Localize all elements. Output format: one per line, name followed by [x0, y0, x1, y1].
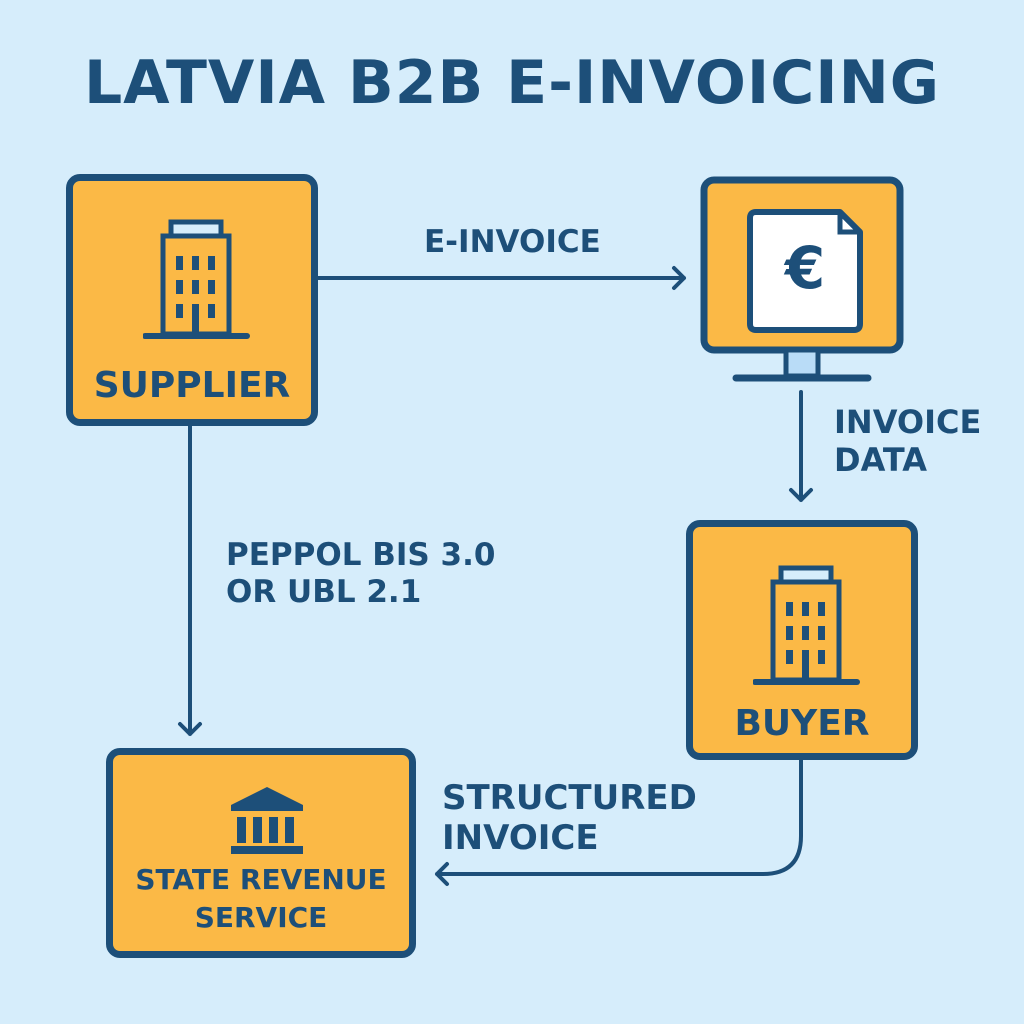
invoice-data-line1: INVOICE	[834, 403, 982, 441]
government-building-icon	[231, 787, 303, 854]
structured-line1: STRUCTURED	[442, 778, 697, 818]
srs-label-line2: SERVICE	[194, 901, 328, 934]
buyer-system-node: €	[700, 176, 904, 384]
arrow-supplier-to-buyer-system	[314, 266, 686, 290]
euro-symbol: €	[784, 234, 826, 302]
edge-label-structured-invoice: STRUCTURED INVOICE	[442, 778, 697, 858]
edge-label-e-invoice: E-INVOICE	[424, 224, 601, 260]
edge-label-invoice-data: INVOICE DATA	[834, 403, 982, 480]
arrow-buyer-to-srs	[435, 758, 803, 886]
peppol-line2: OR UBL 2.1	[226, 573, 422, 610]
office-building-icon	[143, 219, 250, 339]
supplier-label: SUPPLIER	[93, 365, 291, 406]
arrow-supplier-to-srs	[178, 424, 202, 736]
supplier-node: SUPPLIER	[66, 174, 318, 426]
structured-line2: INVOICE	[442, 818, 599, 859]
state-revenue-service-node: STATE REVENUE SERVICE	[106, 748, 416, 958]
peppol-line1: PEPPOL BIS 3.0	[226, 537, 496, 573]
diagram-title: LATVIA B2B E-INVOICING	[83, 48, 941, 118]
office-building-icon	[753, 565, 860, 685]
srs-label-line1: STATE REVENUE	[135, 863, 387, 896]
buyer-node: BUYER	[686, 520, 918, 760]
invoice-data-line2: DATA	[834, 440, 927, 479]
edge-label-peppol: PEPPOL BIS 3.0 OR UBL 2.1	[226, 537, 495, 610]
monitor-euro-invoice-icon	[700, 176, 904, 382]
arrow-buyer-system-to-buyer	[789, 390, 813, 502]
buyer-label: BUYER	[734, 703, 870, 744]
